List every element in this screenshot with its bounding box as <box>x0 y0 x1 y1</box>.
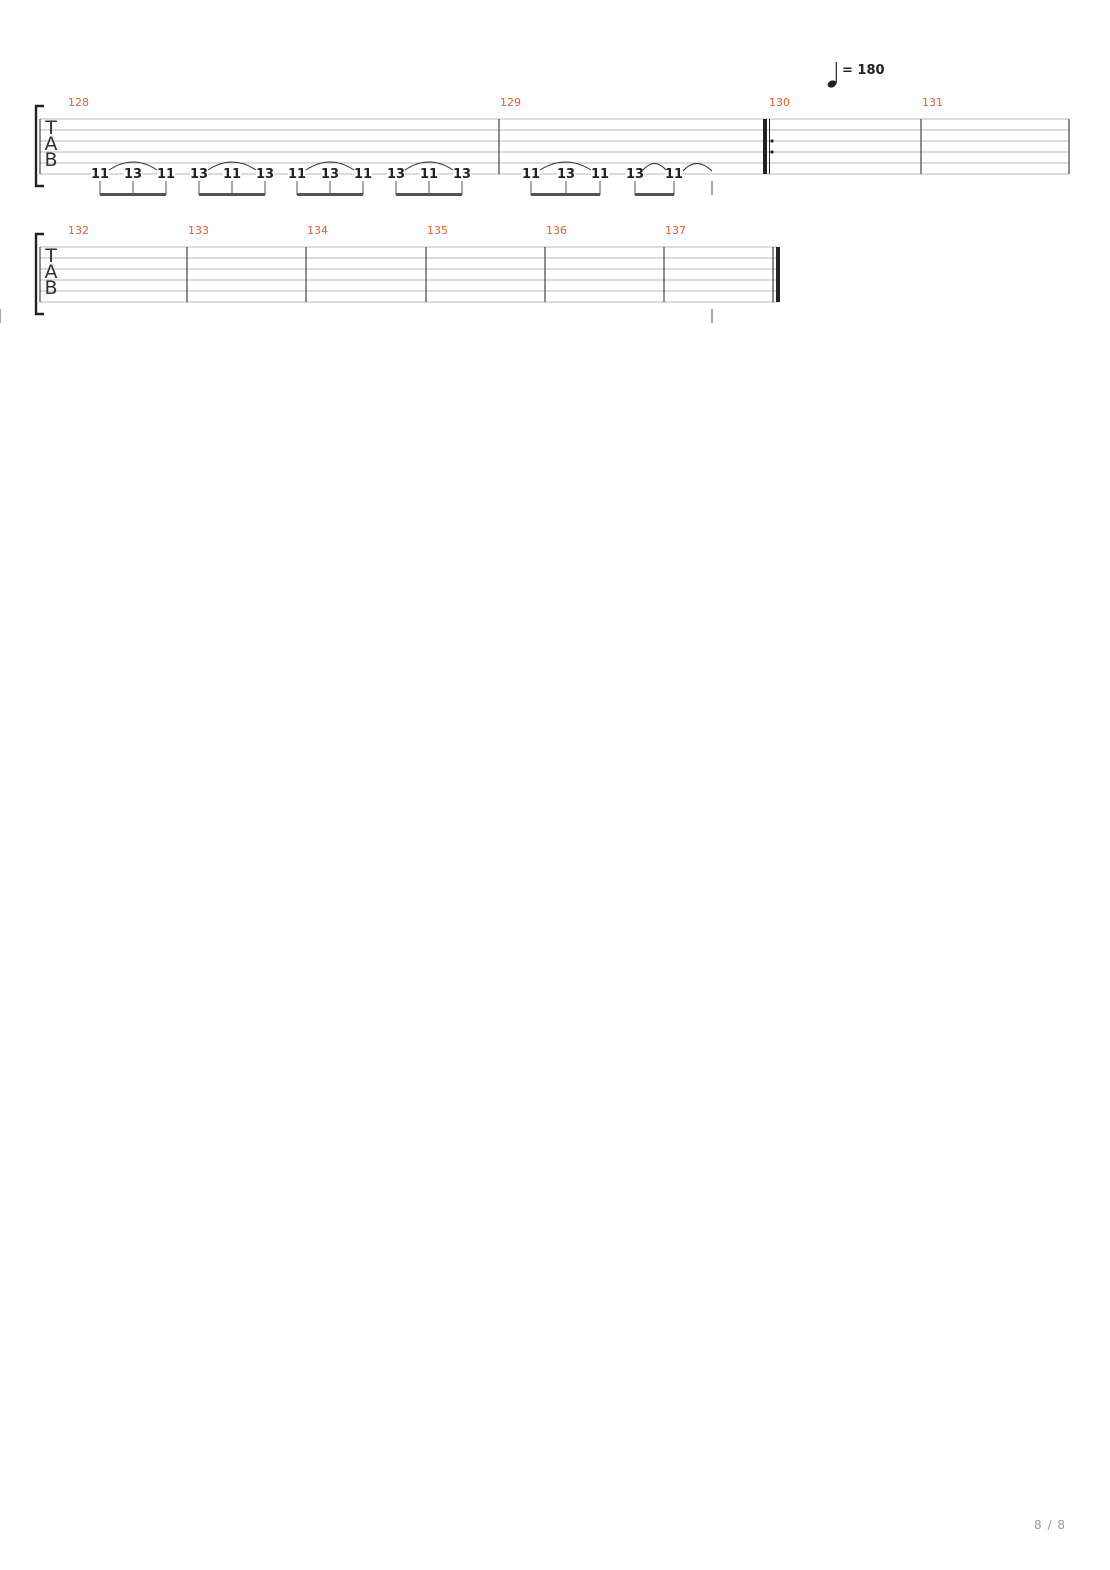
measure-number: 137 <box>665 224 686 237</box>
measure-number: 134 <box>307 224 328 237</box>
measure-number: 133 <box>188 224 209 237</box>
measure-number: 135 <box>427 224 448 237</box>
measure-number: 129 <box>500 96 521 109</box>
fret-number: 11 <box>354 167 372 182</box>
measure-number: 131 <box>922 96 943 109</box>
final-thick-barline <box>776 247 780 302</box>
fret-number: 13 <box>321 167 339 182</box>
fret-background <box>157 166 175 180</box>
fret-number: 11 <box>420 167 438 182</box>
fret-background <box>665 166 683 180</box>
repeat-dot <box>770 150 774 154</box>
system-bracket <box>34 104 44 188</box>
tab-clef-letter: T <box>44 245 57 267</box>
fret-number: 13 <box>190 167 208 182</box>
page-number: 8 / 8 <box>1034 1518 1066 1532</box>
fret-number: 13 <box>387 167 405 182</box>
tab-clef-letter: B <box>44 149 57 171</box>
fret-number: 11 <box>665 167 683 182</box>
repeat-thick-barline <box>763 119 767 174</box>
fret-background <box>387 166 405 180</box>
fret-number: 11 <box>91 167 109 182</box>
tempo-label: = 180 <box>842 63 885 78</box>
tie-slur <box>682 163 713 172</box>
fret-number: 13 <box>557 167 575 182</box>
fret-background <box>256 166 274 180</box>
tab-clef-letter: B <box>44 277 57 299</box>
beam <box>297 193 363 196</box>
system-bracket <box>34 232 44 316</box>
fret-background <box>288 166 306 180</box>
fret-background <box>321 166 339 180</box>
pull-off-slur <box>642 163 667 171</box>
beam <box>100 193 166 196</box>
fret-number: 13 <box>124 167 142 182</box>
hammer-on-slur <box>404 161 454 171</box>
fret-number: 11 <box>157 167 175 182</box>
fret-number: 11 <box>288 167 306 182</box>
beam <box>396 193 462 196</box>
beam <box>531 193 600 196</box>
fret-number: 13 <box>453 167 471 182</box>
fret-background <box>190 166 208 180</box>
hammer-on-slur <box>539 161 592 171</box>
hammer-on-slur <box>305 161 355 171</box>
beam <box>199 193 265 196</box>
measure-number: 128 <box>68 96 89 109</box>
fret-background <box>591 166 609 180</box>
measure-number: 136 <box>546 224 567 237</box>
hammer-on-slur <box>108 161 158 171</box>
fret-number: 13 <box>626 167 644 182</box>
fret-background <box>626 166 644 180</box>
fret-number: 11 <box>591 167 609 182</box>
tab-clef-letter: T <box>44 117 57 139</box>
beam <box>635 193 674 196</box>
repeat-dot <box>770 139 774 143</box>
fret-background <box>124 166 142 180</box>
quarter-note-icon <box>827 80 837 88</box>
hammer-on-slur <box>207 161 257 171</box>
fret-number: 11 <box>522 167 540 182</box>
fret-background <box>223 166 241 180</box>
tab-clef-letter: A <box>45 133 58 155</box>
measure-number: 130 <box>769 96 790 109</box>
tab-clef-letter: A <box>45 261 58 283</box>
measure-number: 132 <box>68 224 89 237</box>
fret-background <box>91 166 109 180</box>
fret-background <box>557 166 575 180</box>
fret-number: 13 <box>256 167 274 182</box>
fret-background <box>420 166 438 180</box>
fret-number: 11 <box>223 167 241 182</box>
fret-background <box>354 166 372 180</box>
fret-background <box>522 166 540 180</box>
fret-background <box>453 166 471 180</box>
